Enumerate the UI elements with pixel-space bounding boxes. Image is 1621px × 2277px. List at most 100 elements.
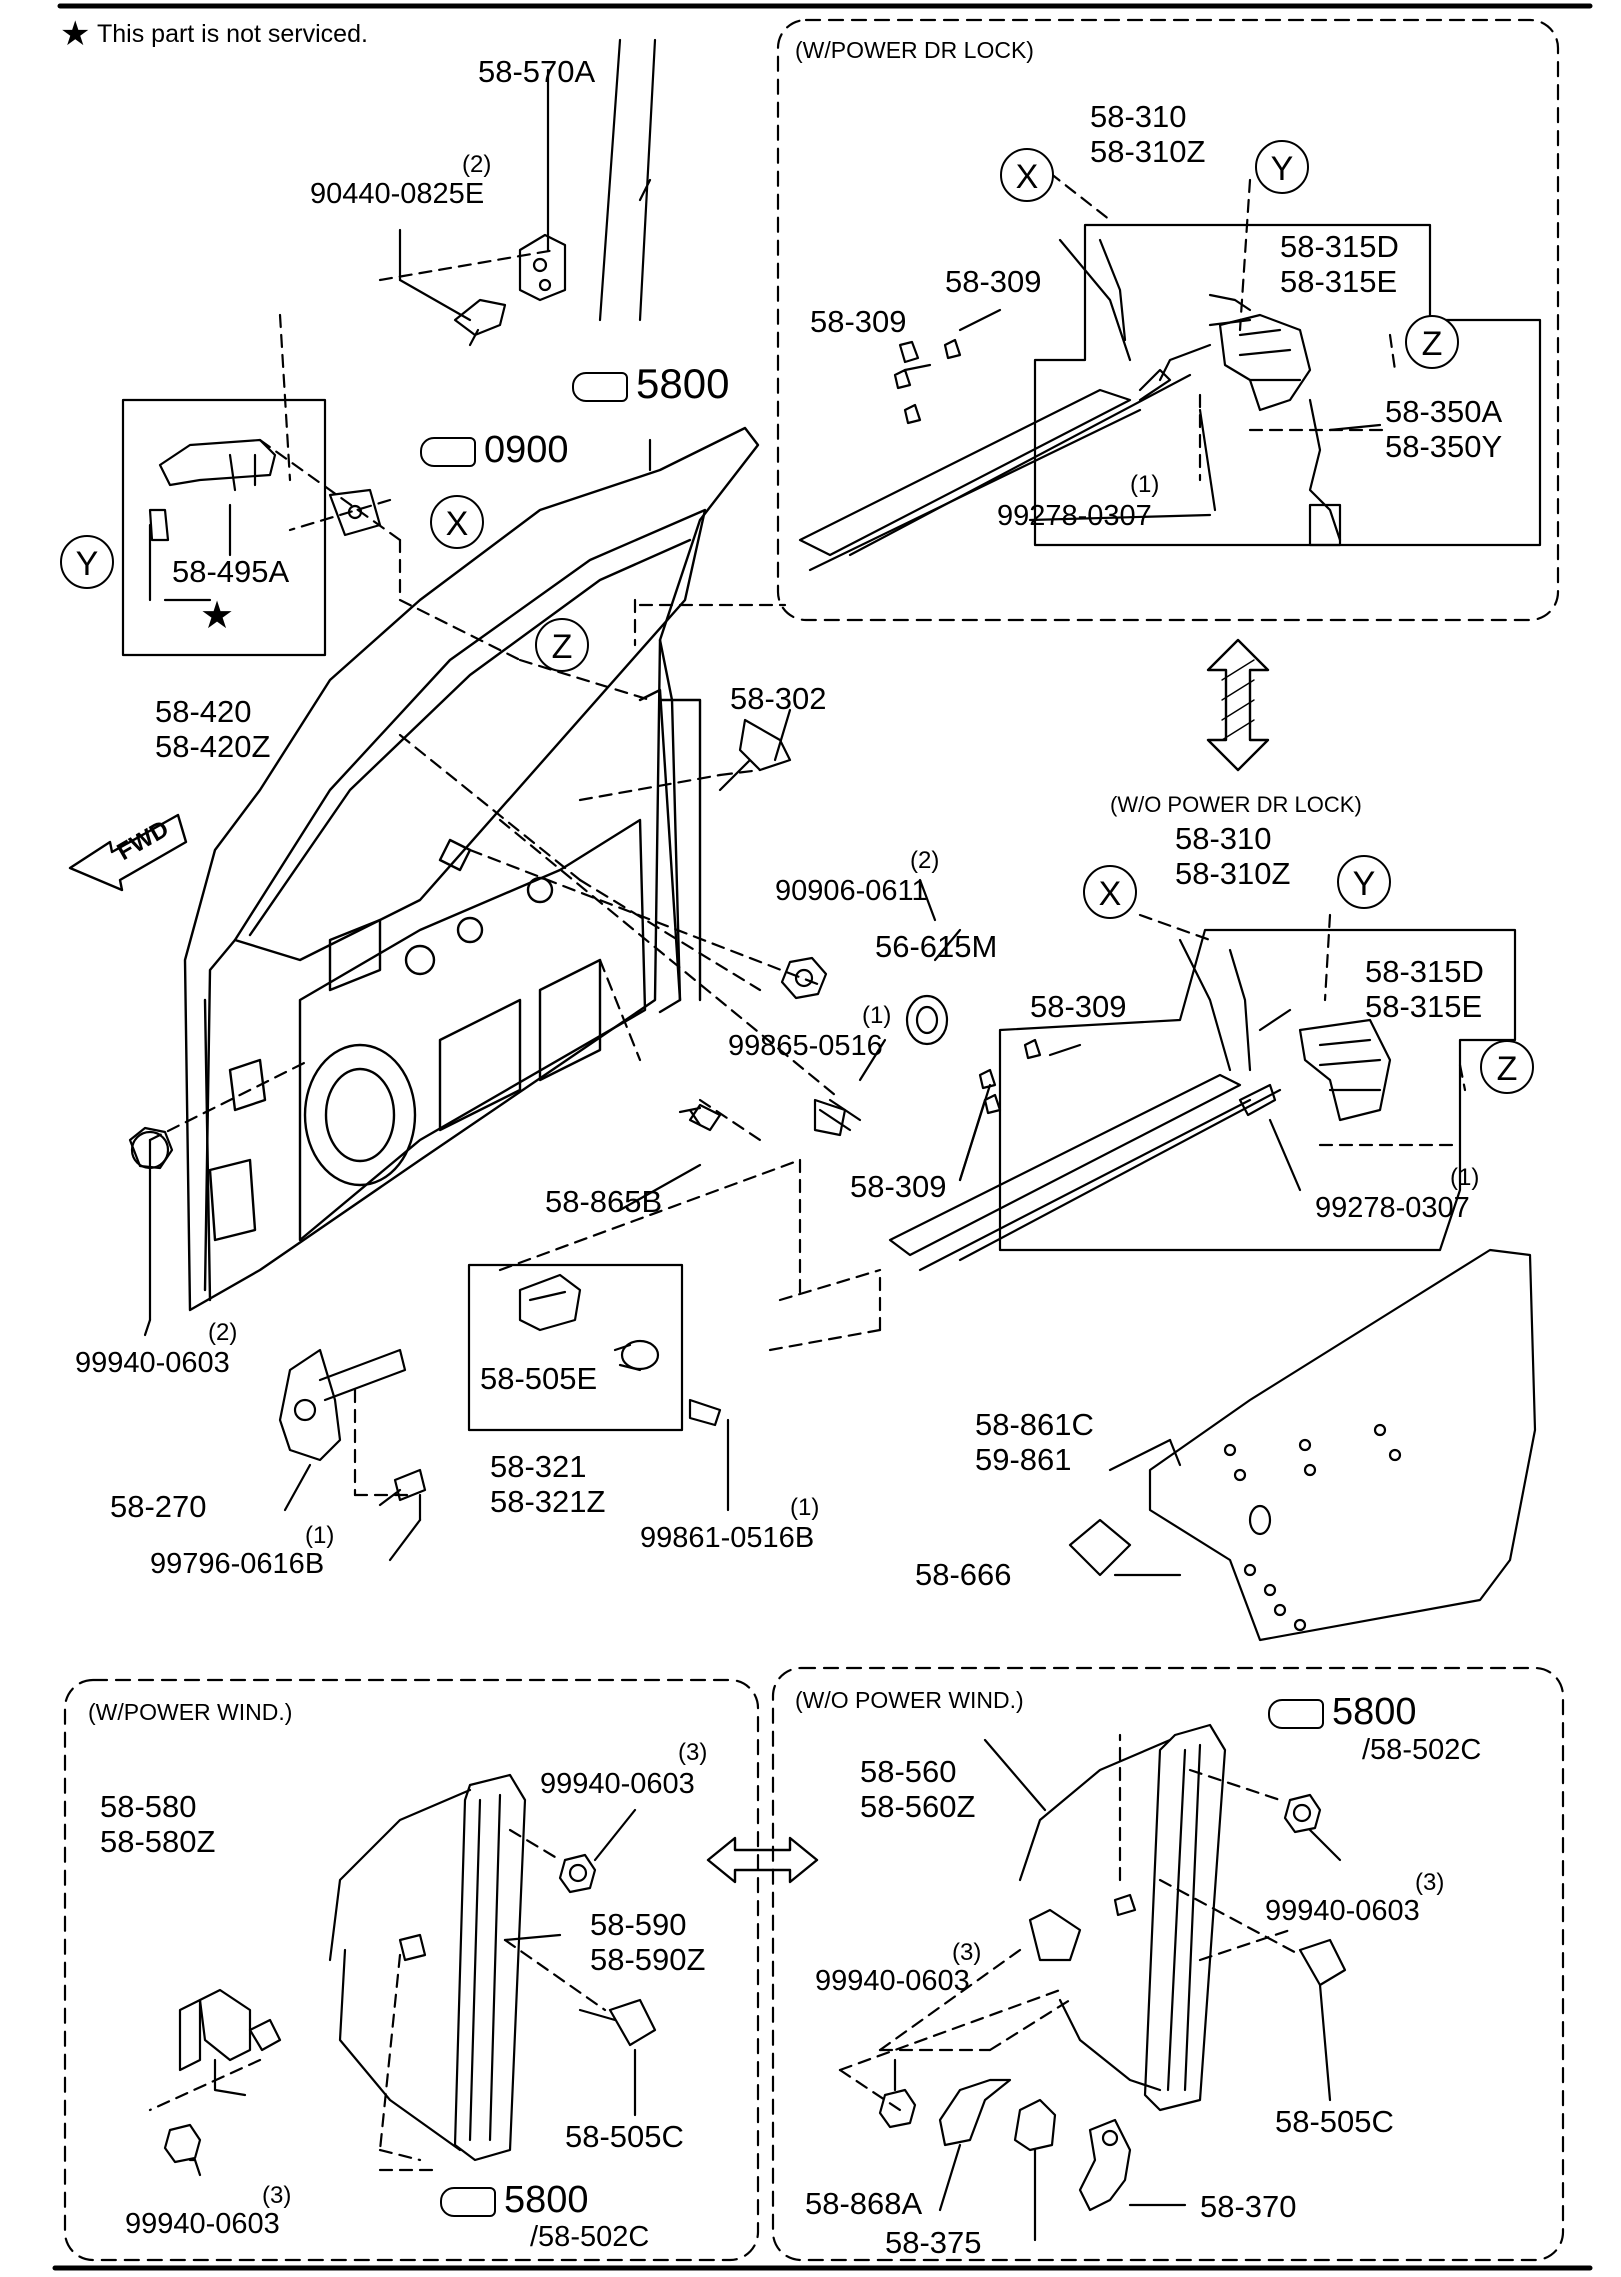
label-top-58-350A: 58-350A <box>1385 394 1503 429</box>
label-99861-0516B: 99861-0516B <box>640 1522 815 1554</box>
label-58-321: 58-321 <box>490 1449 587 1484</box>
label-mid-58-309b: 58-309 <box>850 1169 947 1204</box>
label-58-370: 58-370 <box>1200 2189 1297 2224</box>
label-pw-99940-0603b: 99940-0603 <box>125 2208 280 2240</box>
section-wo-power-wind: (W/O POWER WIND.) <box>795 1687 1024 1713</box>
manual-wind-dashed <box>838 1733 1302 2112</box>
qty-99861: (1) <box>790 1494 820 1521</box>
double-arrow-vertical <box>1206 638 1270 772</box>
door-shell <box>183 426 760 1312</box>
label-58-420Z: 58-420Z <box>155 729 271 764</box>
double-arrow-horizontal <box>706 1836 819 1884</box>
label-58-570A: 58-570A <box>478 54 596 89</box>
label-top-58-315E: 58-315E <box>1280 264 1398 299</box>
label-58-420: 58-420 <box>155 694 252 729</box>
label-mid-58-315E: 58-315E <box>1365 989 1483 1024</box>
callout-x-mid: X <box>1083 865 1137 919</box>
label-58-560Z: 58-560Z <box>860 1789 976 1824</box>
frame-inside-handle <box>121 398 327 657</box>
section-wo-power-dr-lock: (W/O POWER DR LOCK) <box>1110 792 1362 817</box>
inside-handle-shape <box>148 438 382 542</box>
qty-top-99278: (1) <box>1130 471 1160 498</box>
label-mid-58-310: 58-310 <box>1175 821 1272 856</box>
ref-5800-text: 5800 <box>636 360 730 407</box>
box-w-power-wind <box>63 1678 760 2262</box>
power-wind-drawing <box>163 1773 657 2164</box>
frame-58-321 <box>467 1263 684 1432</box>
section-w-power-dr-lock: (W/POWER DR LOCK) <box>795 37 1034 63</box>
label-pw-58-505C: 58-505C <box>565 2119 684 2154</box>
qty-90440: (2) <box>462 151 492 178</box>
callout-y-mid: Y <box>1337 855 1391 909</box>
label-90906-0611: 90906-0611 <box>775 875 928 907</box>
leaders <box>143 68 1182 1577</box>
label-top-58-310Z: 58-310Z <box>1090 134 1206 169</box>
pad-58-666 <box>1068 1518 1132 1577</box>
label-90440-0825E: 90440-0825E <box>310 178 485 210</box>
label-58-666: 58-666 <box>915 1557 1012 1592</box>
bolt-58-302 <box>718 718 792 792</box>
ref-0900-text: 0900 <box>484 429 569 471</box>
pillar-lines <box>598 38 657 322</box>
callout-z-main: Z <box>535 618 589 672</box>
label-58-505E: 58-505E <box>480 1361 598 1396</box>
fwd-arrow <box>68 813 188 892</box>
label-59-861: 59-861 <box>975 1442 1072 1477</box>
middle-lock-dashed <box>1138 913 1467 1147</box>
label-top-58-309a: 58-309 <box>945 264 1042 299</box>
label-99940-0603-main: 99940-0603 <box>75 1347 230 1379</box>
callout-z-top: Z <box>1405 315 1459 369</box>
power-wind-leaders <box>188 1808 637 2177</box>
manual-wind-drawing <box>878 1723 1347 2212</box>
label-58-580: 58-580 <box>100 1789 197 1824</box>
callout-x-main: X <box>430 495 484 549</box>
qty-99940-main: (2) <box>208 1319 238 1346</box>
power-wind-dashed <box>148 1828 607 2172</box>
label-58-865B: 58-865B <box>545 1184 663 1219</box>
top-lock-dashed <box>1048 171 1397 482</box>
top-lock-drawing <box>798 223 1542 572</box>
label-pw-99940-0603a: 99940-0603 <box>540 1768 695 1800</box>
pointing-hand-icon <box>440 2186 496 2217</box>
qty-99865: (1) <box>862 1002 892 1029</box>
pointing-hand-icon <box>420 436 476 467</box>
label-mid-58-310Z: 58-310Z <box>1175 856 1291 891</box>
label-58-321Z: 58-321Z <box>490 1484 606 1519</box>
label-58-590: 58-590 <box>590 1907 687 1942</box>
label-99796-0616B: 99796-0616B <box>150 1548 325 1580</box>
box-wo-power-wind <box>771 1666 1565 2262</box>
not-serviced-note: ★ This part is not serviced. <box>60 17 368 51</box>
ref-5800-manual-wind: 5800 <box>1268 1690 1417 1734</box>
qty-99796: (1) <box>305 1522 335 1549</box>
callout-x-top: X <box>1000 148 1054 202</box>
qty-mw-99940a: (3) <box>1415 1869 1445 1896</box>
label-99865-0516: 99865-0516 <box>728 1030 883 1062</box>
striker-shape <box>453 233 567 347</box>
label-top-58-315D: 58-315D <box>1280 229 1399 264</box>
label-58-560: 58-560 <box>860 1754 957 1789</box>
label-58-590Z: 58-590Z <box>590 1942 706 1977</box>
label-mid-99278-0307: 99278-0307 <box>1315 1192 1470 1224</box>
ref-5800-power-wind: 5800 <box>440 2178 589 2222</box>
top-lock-leaders <box>903 308 1382 522</box>
ref-5800-main: 5800 <box>572 362 729 406</box>
ref-502c-power-wind: /58-502C <box>530 2221 650 2253</box>
label-top-99278-0307: 99278-0307 <box>997 500 1152 532</box>
qty-90906: (2) <box>910 847 940 874</box>
label-top-58-350Y: 58-350Y <box>1385 429 1503 464</box>
callout-y-top: Y <box>1255 140 1309 194</box>
label-mid-58-309a: 58-309 <box>1030 989 1127 1024</box>
callout-y-main: Y <box>60 535 114 589</box>
label-mw-99940-0603b: 99940-0603 <box>815 1965 970 1997</box>
middle-lock-drawing <box>888 928 1517 1272</box>
trim-board-shape <box>1068 1248 1537 1642</box>
box-w-power-dr-lock <box>776 18 1560 622</box>
label-58-302: 58-302 <box>730 681 827 716</box>
handle-58-505E-shape <box>518 1273 722 1427</box>
qty-mw-99940b: (3) <box>952 1939 982 1966</box>
label-58-375: 58-375 <box>885 2225 982 2260</box>
star-icon: ★ <box>60 15 91 53</box>
label-top-58-310: 58-310 <box>1090 99 1187 134</box>
pointing-hand-icon <box>1268 1698 1324 1729</box>
